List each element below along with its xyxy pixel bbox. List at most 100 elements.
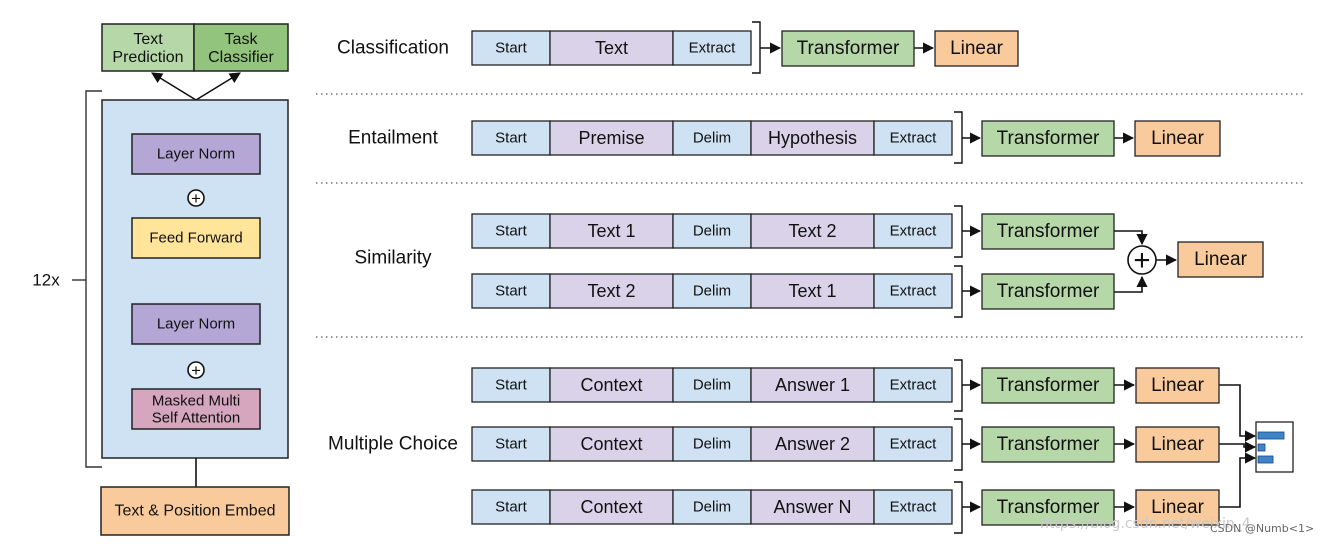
text-prediction-head	[101, 23, 195, 72]
softmax-bar-3	[1257, 455, 1274, 464]
multiple-choice-to-softmax-3	[1219, 452, 1257, 508]
similarity-row2-token-4-label: Extract	[890, 283, 938, 300]
similarity-row2-bracket	[954, 265, 963, 318]
entailment-token-1-label: Premise	[578, 128, 644, 148]
entailment-token-3	[750, 120, 875, 156]
multiple-choice-row1-token-3	[750, 367, 875, 403]
multiple-choice-to-softmax-2	[1219, 441, 1257, 453]
similarity-label: Similarity	[354, 248, 432, 269]
feed-forward-label: Feed Forward	[149, 230, 242, 247]
multiple-choice-transformer-1	[981, 367, 1115, 404]
residual-add-top-symbol: +	[191, 189, 201, 208]
multiple-choice-row2-token-4-label: Extract	[890, 436, 938, 453]
classification-transformer-label: Transformer	[797, 38, 900, 59]
multiple-choice-transformer-3	[981, 489, 1115, 526]
entailment-token-0-label: Start	[495, 130, 528, 147]
multiple-choice-row3-token-2	[672, 489, 752, 525]
softmax-bar-1	[1257, 431, 1285, 440]
classification-token-0-label: Start	[495, 40, 528, 57]
classification-bracket	[752, 21, 761, 74]
similarity-row2-token-3-label: Text 1	[788, 281, 836, 301]
similarity-row1-token-4	[873, 213, 953, 249]
similarity-add	[1127, 245, 1157, 275]
layer-norm-bottom	[131, 303, 261, 345]
softmax-bar-2	[1257, 443, 1266, 452]
similarity-transformer-2	[981, 273, 1115, 310]
similarity-row1-token-3-label: Text 2	[788, 221, 836, 241]
multiple-choice-linear-2	[1135, 426, 1220, 463]
entailment-token-4-label: Extract	[890, 130, 938, 147]
classification-linear-label: Linear	[950, 38, 1003, 59]
watermark-url: https://blog.csdn.net/weixin_4	[1040, 516, 1251, 532]
multiple-choice-row3-token-1-label: Context	[580, 497, 642, 517]
similarity-transformer-1-label: Transformer	[997, 221, 1100, 242]
stack-multiplier-label: 12x	[32, 271, 60, 290]
flow-to-task-classifier	[195, 72, 241, 101]
multiple-choice-row1-token-4-label: Extract	[890, 377, 938, 394]
similarity-transformer-1	[981, 213, 1115, 250]
similarity-row2-token-3	[750, 273, 875, 309]
multiple-choice-row3-token-1	[549, 489, 674, 525]
multiple-choice-transformer-2-label: Transformer	[997, 434, 1100, 455]
entailment-bracket	[954, 111, 963, 164]
multiple-choice-linear-3-label: Linear	[1151, 497, 1204, 518]
similarity-transformer-2-label: Transformer	[997, 281, 1100, 302]
entailment-transformer-label: Transformer	[997, 128, 1100, 149]
classification-transformer	[781, 30, 915, 67]
layer-norm-top-label: Layer Norm	[157, 146, 235, 163]
similarity-row1-token-0	[471, 213, 551, 249]
entailment-token-2-label: Delim	[693, 130, 731, 147]
multiple-choice-row3-token-3	[750, 489, 875, 525]
entailment-label: Entailment	[348, 128, 438, 149]
multiple-choice-row1-token-0-label: Start	[495, 377, 528, 394]
multiple-choice-row1-token-4	[873, 367, 953, 403]
similarity-row1-token-2-label: Delim	[693, 223, 731, 240]
multiple-choice-row3-bracket	[954, 481, 963, 534]
multiple-choice-row1-token-0	[471, 367, 551, 403]
multiple-choice-linear-1	[1135, 367, 1220, 404]
multiple-choice-linear-3	[1135, 489, 1220, 526]
entailment-linear	[1134, 120, 1221, 157]
similarity-row2-token-0-label: Start	[495, 283, 528, 300]
similarity-row1-token-2	[672, 213, 752, 249]
multiple-choice-transformer-2	[981, 426, 1115, 463]
similarity-row2-token-4	[873, 273, 953, 309]
layer-norm-top	[131, 133, 261, 175]
multiple-choice-row2-token-4	[873, 426, 953, 462]
entailment-transformer	[981, 120, 1115, 157]
multiple-choice-row2-token-3-label: Answer 2	[775, 434, 850, 454]
similarity-row2-token-1-label: Text 2	[587, 281, 635, 301]
residual-add-bottom	[187, 361, 205, 379]
multiple-choice-row3-token-4-label: Extract	[890, 499, 938, 516]
multiple-choice-transformer-1-label: Transformer	[997, 375, 1100, 396]
flow-to-text-prediction	[151, 72, 197, 101]
similarity-row2-token-2-label: Delim	[693, 283, 731, 300]
similarity-row1-bracket	[954, 205, 963, 258]
similarity-row1-token-1	[549, 213, 674, 249]
multiple-choice-row3-token-2-label: Delim	[693, 499, 731, 516]
multiple-choice-row1-bracket	[954, 359, 963, 412]
multiple-choice-row1-token-3-label: Answer 1	[775, 375, 850, 395]
multiple-choice-row2-token-0	[471, 426, 551, 462]
text-position-embed-label: Text & Position Embed	[115, 503, 276, 520]
feed-forward-box	[131, 217, 261, 259]
multiple-choice-row2-token-3	[750, 426, 875, 462]
similarity-row1-token-1-label: Text 1	[587, 221, 635, 241]
similarity-row2-token-2	[672, 273, 752, 309]
similarity-merge-top	[1114, 230, 1148, 246]
classification-token-1-label: Text	[595, 38, 628, 58]
multiple-choice-row2-token-1-label: Context	[580, 434, 642, 454]
residual-add-bottom-symbol: +	[191, 361, 201, 380]
entailment-token-3-label: Hypothesis	[768, 128, 857, 148]
watermark-credit: CSDN @Numb<1>	[1210, 522, 1315, 535]
multiple-choice-linear-2-label: Linear	[1151, 434, 1204, 455]
masked-attention-box	[131, 388, 261, 430]
similarity-add-symbol: +	[1133, 244, 1150, 277]
classification-label: Classification	[337, 38, 449, 59]
similarity-linear-label: Linear	[1194, 249, 1247, 270]
multiple-choice-row3-token-3-label: Answer N	[773, 497, 851, 517]
